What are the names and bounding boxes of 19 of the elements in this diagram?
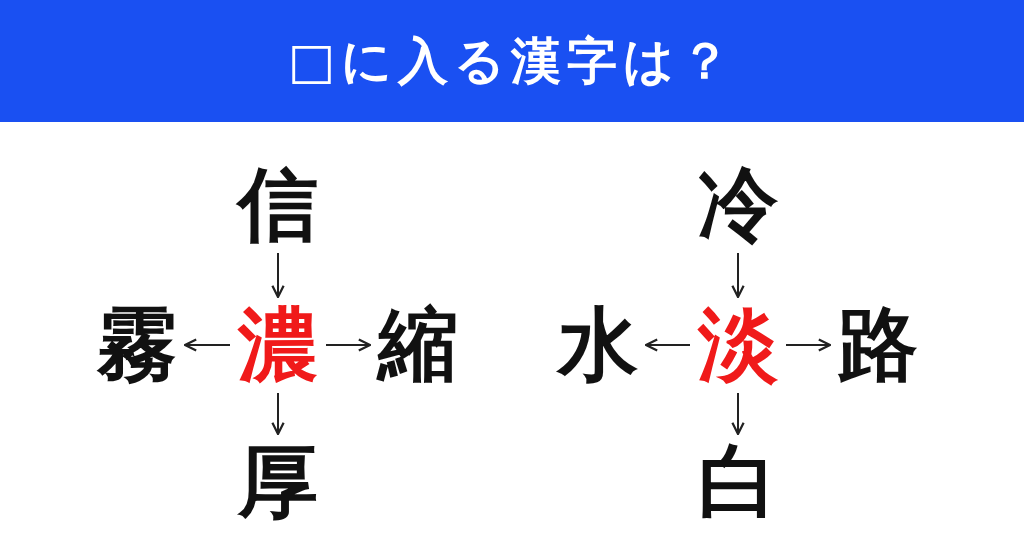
arrow: [785, 338, 832, 352]
kanji-character: 白: [696, 440, 780, 524]
kanji-character: 厚: [236, 440, 320, 524]
arrow: [644, 338, 691, 352]
kanji-character: 冷: [696, 163, 780, 247]
kanji-character: 信: [236, 163, 320, 247]
arrow: [731, 392, 745, 436]
kanji-character: 路: [836, 303, 920, 387]
arrow: [183, 338, 231, 352]
arrow: [731, 252, 745, 299]
arrow: [271, 392, 285, 436]
arrow: [325, 338, 372, 352]
kanji-character: 淡: [696, 303, 780, 387]
kanji-character: 水: [556, 303, 640, 387]
title: □に入る漢字は？: [287, 30, 737, 92]
kanji-character: 濃: [236, 303, 320, 387]
arrow: [271, 252, 285, 299]
kanji-character: 霧: [95, 303, 179, 387]
kanji-character: 縮: [376, 303, 460, 387]
